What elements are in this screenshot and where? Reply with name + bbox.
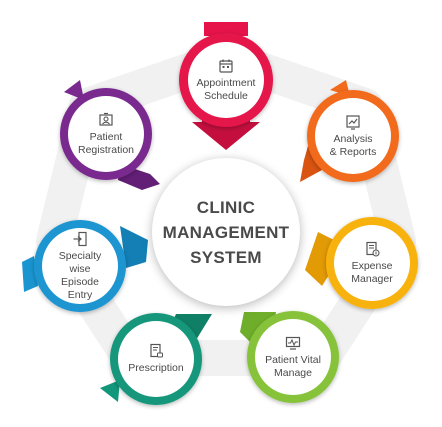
node-appointment-schedule[interactable]: Appointment Schedule: [188, 42, 264, 118]
node-label-line-2: Schedule: [204, 89, 248, 102]
prescription-icon: [150, 343, 163, 358]
node-label-line-1: Expense: [351, 259, 393, 272]
node-label-line-1: Prescription: [128, 362, 184, 374]
node-label-line-1: Patient: [89, 130, 123, 143]
node-label-line-2: Manage: [274, 366, 312, 379]
center-title-line-3: SYSTEM: [190, 247, 262, 267]
node-specialty-episode-entry[interactable]: Specialty wise Episode Entry: [42, 228, 118, 304]
node-label-line-2: Manager: [351, 272, 393, 285]
node-label-line-2: & Reports: [329, 145, 377, 158]
node-analysis-reports[interactable]: Analysis & Reports: [315, 98, 391, 174]
node-label-line-1: Patient Vital: [265, 353, 321, 366]
arrow-specialty: [120, 226, 148, 268]
center-title-line-1: CLINIC: [196, 197, 256, 217]
expense-doc-icon: [366, 241, 380, 257]
center-hub: CLINIC MANAGEMENT SYSTEM: [152, 158, 300, 306]
chart-report-icon: [346, 114, 360, 130]
monitor-vitals-icon: [285, 336, 301, 350]
node-prescription[interactable]: Prescription: [118, 321, 194, 397]
node-label-line-2: Episode Entry: [61, 275, 99, 301]
node-label-line-1: Analysis: [333, 132, 373, 145]
door-entry-icon: [73, 231, 87, 246]
node-expense-manager[interactable]: Expense Manager: [334, 225, 410, 301]
arrow-expense: [305, 232, 334, 286]
node-label-line-1: Appointment: [196, 76, 256, 89]
calendar-icon: [219, 59, 233, 73]
patient-card-icon: [99, 112, 113, 126]
node-label-line-2: Registration: [77, 143, 135, 156]
node-label-line-1: Specialty wise: [58, 249, 102, 275]
node-patient-vital-manage[interactable]: Patient Vital Manage: [255, 319, 331, 395]
node-patient-registration[interactable]: Patient Registration: [68, 96, 144, 172]
center-title-line-2: MANAGEMENT: [162, 222, 290, 242]
